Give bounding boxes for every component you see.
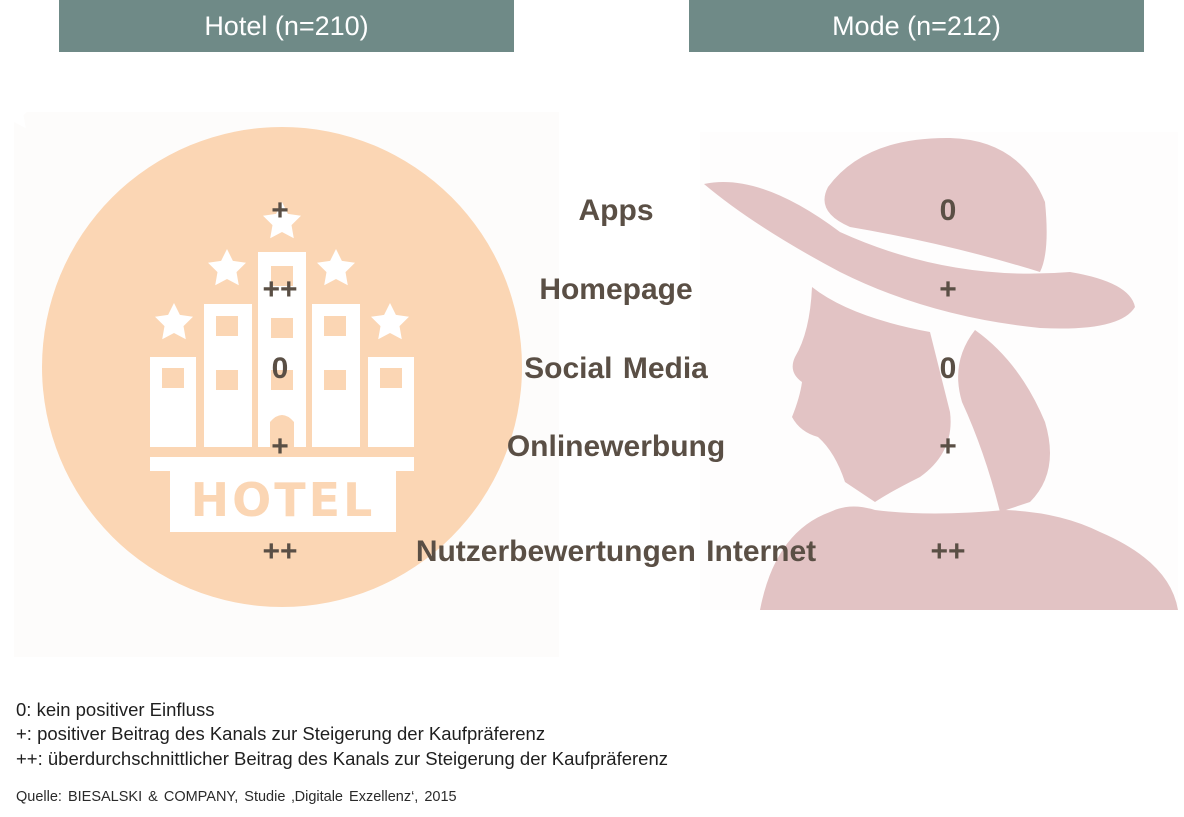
- hotel-rating-homepage: ++: [262, 273, 298, 306]
- channel-label-apps: Apps: [578, 194, 654, 227]
- source-note: Quelle: BIESALSKI & COMPANY, Studie ‚Dig…: [16, 789, 457, 805]
- mode-rating-nutzerbewertungen: ++: [930, 535, 966, 568]
- legend-zero: 0: kein positiver Einfluss: [16, 699, 215, 720]
- channel-label-social-media: Social Media: [524, 352, 708, 385]
- channel-label-homepage: Homepage: [539, 273, 693, 306]
- woman-with-hat-icon: [700, 132, 1178, 610]
- channel-label-nutzerbewertungen: Nutzerbewertungen Internet: [415, 535, 817, 568]
- header-mode: Mode (n=212): [689, 0, 1144, 52]
- mode-rating-apps: 0: [939, 194, 957, 227]
- channel-label-onlinewerbung: Onlinewerbung: [506, 430, 726, 463]
- mode-rating-onlinewerbung: +: [939, 430, 957, 463]
- header-hotel: Hotel (n=210): [59, 0, 514, 52]
- hotel-building-icon: HOTEL: [14, 112, 559, 657]
- hotel-sign-text: HOTEL: [191, 473, 376, 527]
- hotel-rating-onlinewerbung: +: [271, 430, 289, 463]
- hotel-rating-nutzerbewertungen: ++: [262, 535, 298, 568]
- legend-plus: +: positiver Beitrag des Kanals zur Stei…: [16, 723, 546, 744]
- hotel-rating-social-media: 0: [271, 352, 289, 385]
- mode-rating-social-media: 0: [939, 352, 957, 385]
- legend-double-plus: ++: überdurchschnittlicher Beitrag des K…: [16, 748, 668, 769]
- mode-rating-homepage: +: [939, 273, 957, 306]
- hotel-rating-apps: +: [271, 194, 289, 227]
